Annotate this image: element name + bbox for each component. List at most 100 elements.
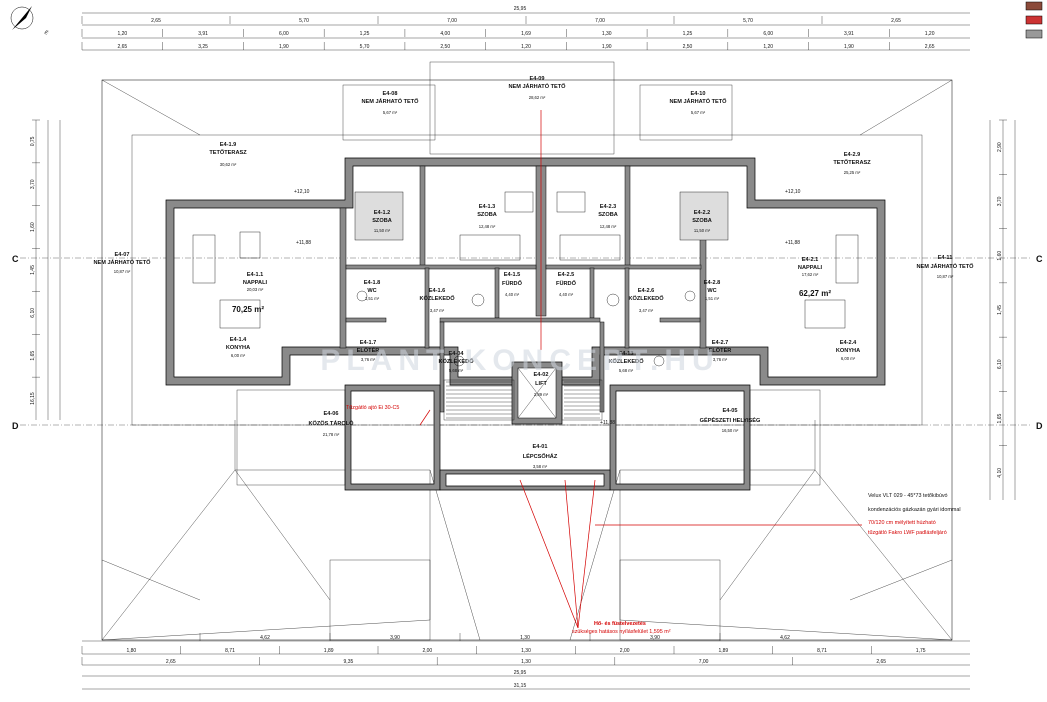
watermark: PLANT KONCEPT.HU — [320, 344, 719, 377]
north-arrow-icon: É — [10, 6, 50, 37]
svg-text:Hő- és füstelvezetés: Hő- és füstelvezetés — [594, 621, 646, 627]
svg-text:szükséges hatásos nyílásfelüle: szükséges hatásos nyílásfelület 1,595 m² — [572, 629, 671, 635]
svg-text:KÖZLEKEDŐ: KÖZLEKEDŐ — [419, 295, 455, 302]
dim-label: 4,62 — [780, 635, 790, 641]
svg-text:5,67 m²: 5,67 m² — [383, 110, 398, 115]
svg-text:E4-1.7: E4-1.7 — [360, 340, 376, 346]
svg-text:E4-01: E4-01 — [533, 444, 548, 450]
svg-text:E4-13: E4-13 — [619, 351, 634, 357]
svg-text:LÉPCSŐHÁZ: LÉPCSŐHÁZ — [523, 452, 558, 460]
svg-text:10,87 m²: 10,87 m² — [937, 274, 954, 279]
svg-text:E4-2.3: E4-2.3 — [600, 204, 616, 210]
dim-label: 1,30 — [520, 635, 530, 641]
svg-text:3,47 m²: 3,47 m² — [639, 308, 654, 313]
svg-text:E4-1.8: E4-1.8 — [364, 280, 380, 286]
svg-text:3,76 m²: 3,76 m² — [713, 357, 728, 362]
dim-label: 3,91 — [844, 31, 854, 37]
annotation-loft-hatch: 70/120 cm mélyített húzható tűzgátló Fak… — [868, 520, 947, 536]
dim-label: 1,45 — [30, 265, 36, 275]
svg-text:E4-06: E4-06 — [324, 411, 339, 417]
dim-label: 1,20 — [763, 44, 773, 50]
dim-label: 8,71 — [225, 648, 235, 654]
dim-label: 1,20 — [925, 31, 935, 37]
svg-text:KONYHA: KONYHA — [226, 345, 250, 351]
dim-label: 1,60 — [30, 222, 36, 232]
svg-text:21,78 m²: 21,78 m² — [323, 432, 340, 437]
svg-text:NEM JÁRHATÓ TETŐ: NEM JÁRHATÓ TETŐ — [93, 258, 151, 266]
svg-text:E4-2.2: E4-2.2 — [694, 210, 710, 216]
svg-text:5,67 m²: 5,67 m² — [691, 110, 706, 115]
svg-text:6,00 m²: 6,00 m² — [841, 356, 856, 361]
svg-text:E4-07: E4-07 — [115, 252, 130, 258]
stairwell — [443, 379, 603, 421]
svg-text:E4-1.9: E4-1.9 — [220, 142, 236, 148]
svg-text:NEM JÁRHATÓ TETŐ: NEM JÁRHATÓ TETŐ — [508, 82, 566, 90]
svg-text:FÜRDŐ: FÜRDŐ — [556, 280, 577, 287]
svg-text:17,62 m²: 17,62 m² — [802, 272, 819, 277]
svg-text:+12,10: +12,10 — [785, 189, 801, 195]
exterior-walls — [165, 157, 886, 386]
dim-label: 1,90 — [844, 44, 854, 50]
annotation-velux: Velux VLT 029 - 45*73 tetőkibúvó kondenz… — [868, 493, 961, 513]
svg-text:E4-10: E4-10 — [691, 91, 706, 97]
dim-label: 2,00 — [620, 648, 630, 654]
svg-text:KÖZLEKEDŐ: KÖZLEKEDŐ — [628, 295, 664, 302]
svg-text:16,50 m²: 16,50 m² — [722, 428, 739, 433]
svg-text:E4-1.6: E4-1.6 — [429, 288, 445, 294]
svg-text:Velux VLT 029 - 45*73 tetőkibú: Velux VLT 029 - 45*73 tetőkibúvó — [868, 493, 948, 499]
svg-text:E4-2.4: E4-2.4 — [840, 340, 857, 346]
svg-text:WC: WC — [707, 288, 716, 294]
svg-text:E4-1.3: E4-1.3 — [479, 204, 495, 210]
dim-label: 2,50 — [683, 44, 693, 50]
svg-text:E4-1.4: E4-1.4 — [230, 337, 247, 343]
svg-text:TETŐTERASZ: TETŐTERASZ — [833, 159, 871, 166]
dim-label: 1,20 — [521, 44, 531, 50]
svg-text:E4-1.1: E4-1.1 — [247, 272, 263, 278]
dim-label: 16,15 — [30, 392, 36, 405]
dim-total-top: 25,95 — [514, 6, 527, 12]
dim-label: 2,65 — [117, 44, 127, 50]
svg-text:20,03 m²: 20,03 m² — [247, 287, 264, 292]
dim-label: 1,69 — [521, 31, 531, 37]
dim-label: 4,10 — [997, 468, 1003, 478]
svg-text:SZOBA: SZOBA — [372, 218, 392, 224]
dim-label: 7,00 — [447, 18, 457, 24]
dim-label: 3,70 — [30, 179, 36, 189]
dim-label: 6,00 — [279, 31, 289, 37]
dim-label: 4,62 — [260, 635, 270, 641]
svg-text:FÜRDŐ: FÜRDŐ — [502, 280, 523, 287]
svg-text:KONYHA: KONYHA — [836, 348, 860, 354]
svg-text:3,58 m²: 3,58 m² — [533, 464, 548, 469]
dim-col-right: 2,903,701,601,456,101,654,10 — [997, 119, 1007, 478]
dim-label: 5,70 — [299, 18, 309, 24]
dim-label: 1,25 — [683, 31, 693, 37]
svg-text:E4-02: E4-02 — [534, 372, 549, 378]
svg-text:NEM JÁRHATÓ TETŐ: NEM JÁRHATÓ TETŐ — [669, 97, 727, 105]
dim-label: 2,90 — [997, 142, 1003, 152]
dim-label: 1,89 — [324, 648, 334, 654]
svg-text:E4-1.2: E4-1.2 — [374, 210, 390, 216]
svg-text:TETŐTERASZ: TETŐTERASZ — [209, 149, 247, 156]
dim-label: 4,00 — [440, 31, 450, 37]
dim-label: 2,65 — [891, 18, 901, 24]
dim-label: 2,65 — [151, 18, 161, 24]
svg-text:SZOBA: SZOBA — [692, 218, 712, 224]
dim-label: 1,90 — [602, 44, 612, 50]
legend — [1025, 1, 1043, 39]
svg-text:+11,88: +11,88 — [296, 240, 311, 246]
dim-total-bottom-a: 25,95 — [514, 670, 527, 676]
dim-label: 3,91 — [198, 31, 208, 37]
svg-text:E4-1.5: E4-1.5 — [504, 272, 520, 278]
svg-text:WC: WC — [367, 288, 376, 294]
